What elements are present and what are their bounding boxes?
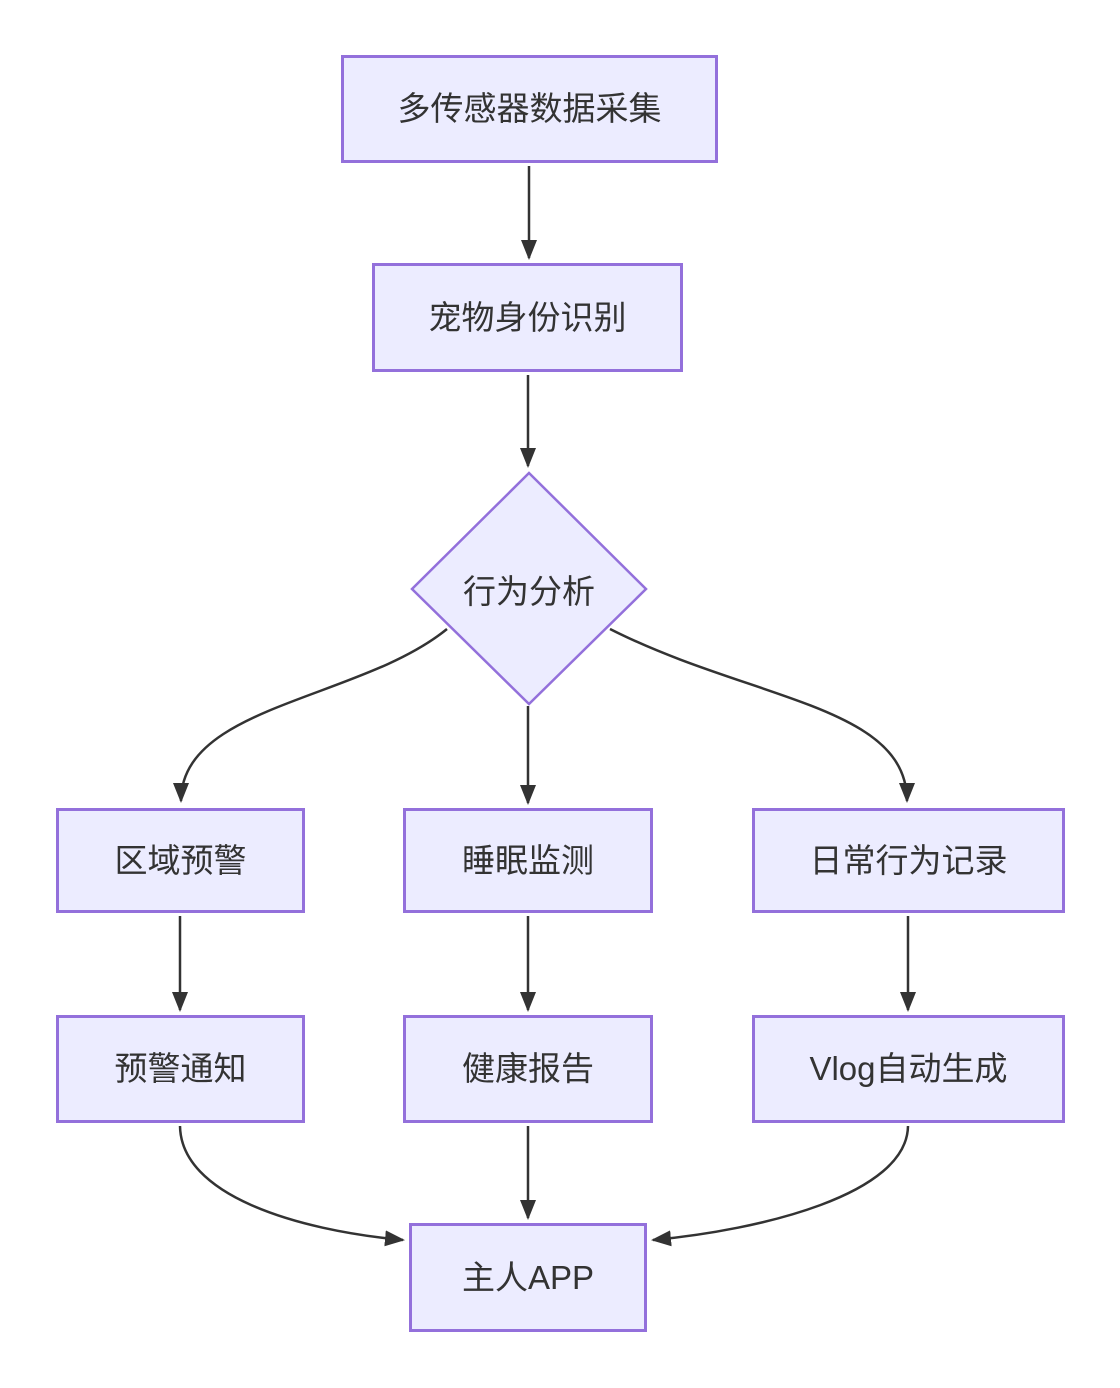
node-warning-notice: 预警通知 [56, 1015, 305, 1123]
node-label: 主人APP [461, 1258, 595, 1296]
edge-behavior-analysis-to-daily-record [609, 627, 915, 803]
edge-vlog-generate-to-owner-app [651, 1125, 910, 1247]
node-label: 行为分析 [463, 573, 595, 610]
node-daily-record: 日常行为记录 [752, 808, 1065, 913]
node-label: 多传感器数据采集 [397, 90, 662, 128]
node-vlog-generate: Vlog自动生成 [752, 1015, 1065, 1123]
node-multi-sensor-collection: 多传感器数据采集 [341, 55, 718, 163]
node-behavior-analysis: 行为分析 [411, 473, 647, 705]
node-health-report: 健康报告 [403, 1015, 653, 1123]
node-area-warning: 区域预警 [56, 808, 305, 913]
edge-behavior-analysis-to-area-warning [173, 628, 448, 803]
node-behavior-analysis-shape [410, 471, 648, 706]
node-label: 区域预警 [114, 841, 247, 879]
node-owner-app: 主人APP [409, 1223, 647, 1332]
node-label: 睡眠监测 [462, 841, 594, 879]
node-pet-identify: 宠物身份识别 [372, 263, 683, 372]
node-label: 日常行为记录 [809, 841, 1008, 879]
node-label: 宠物身份识别 [428, 298, 627, 336]
node-label: 健康报告 [462, 1050, 594, 1088]
node-label: 预警通知 [114, 1050, 247, 1088]
edge-warning-notice-to-owner-app [178, 1125, 405, 1247]
node-label: Vlog自动生成 [809, 1050, 1008, 1088]
node-sleep-monitor: 睡眠监测 [403, 808, 653, 913]
